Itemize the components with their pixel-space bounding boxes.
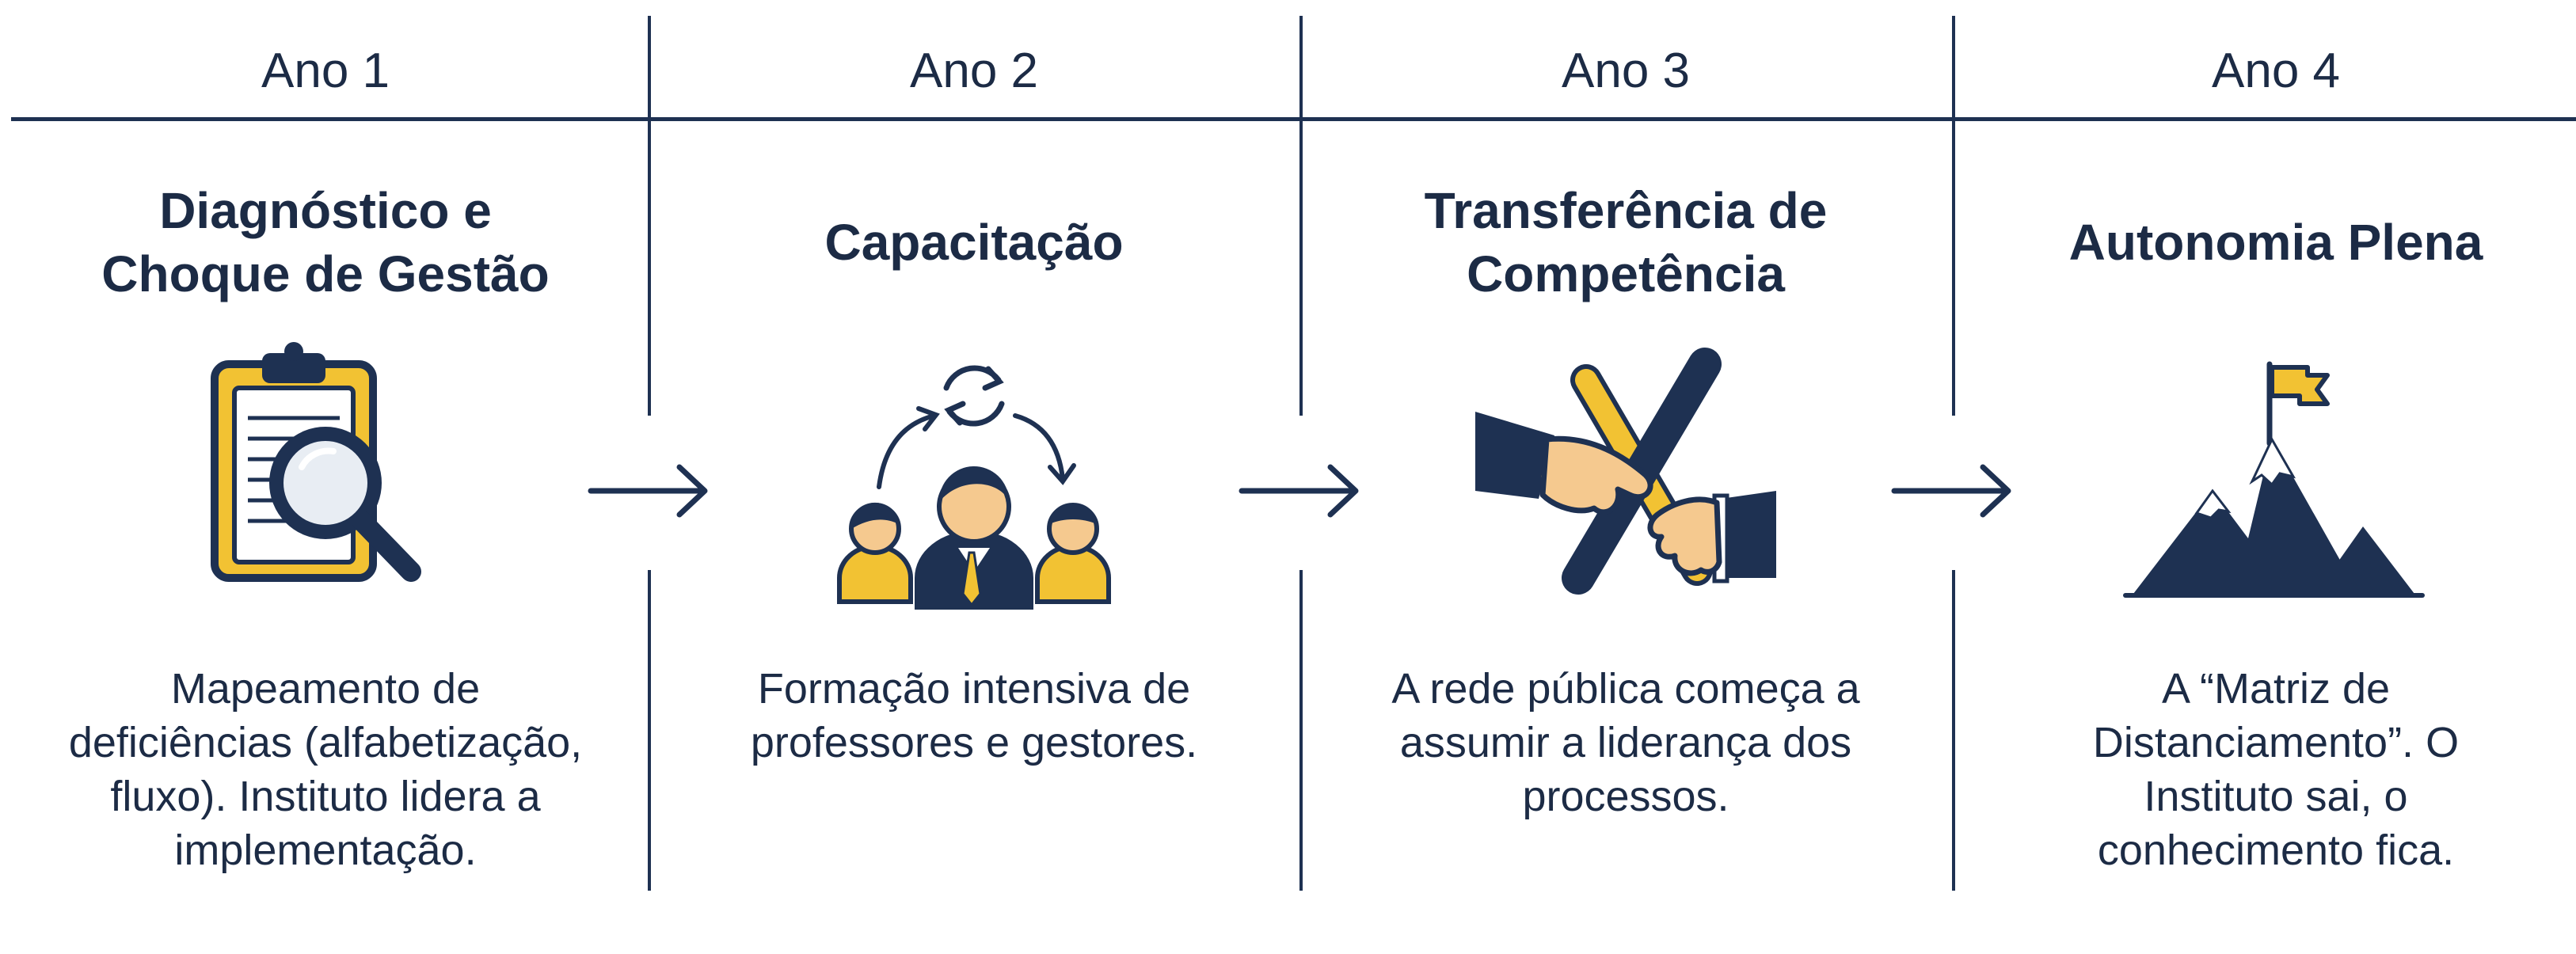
clipboard-magnifier-icon xyxy=(159,340,492,625)
column-divider-3-top xyxy=(1952,16,1955,416)
stage-4-description-line-4: conhecimento fica. xyxy=(2097,827,2455,874)
stage-1-description-line-4: implementação. xyxy=(174,827,477,874)
stage-3-description-line-1: A rede pública começa a xyxy=(1391,665,1860,713)
stage-3-description: A rede pública começa a assumir a lidera… xyxy=(1341,662,1911,823)
column-divider-1-top xyxy=(648,16,651,416)
stage-1-title-line-1: Diagnóstico e xyxy=(159,182,492,239)
column-divider-2-bottom xyxy=(1299,570,1303,891)
stage-1-description-line-1: Mapeamento de xyxy=(170,665,481,713)
stage-4-year: Ano 4 xyxy=(2211,44,2341,98)
stage-4-title: Autonomia Plena xyxy=(1975,211,2576,274)
stage-2-title: Capacitação xyxy=(673,211,1275,274)
stage-4-description-line-1: A “Matriz de xyxy=(2161,665,2391,713)
stage-2-description: Formação intensiva de professores e gest… xyxy=(689,662,1259,770)
stage-2-year: Ano 2 xyxy=(909,44,1039,98)
stage-4-description-line-3: Instituto sai, o xyxy=(2144,773,2408,820)
column-divider-1-bottom xyxy=(648,570,651,891)
stage-2-description-line-1: Formação intensiva de xyxy=(757,665,1191,713)
header-divider xyxy=(11,117,2576,121)
stage-1-title-line-2: Choque de Gestão xyxy=(101,245,550,302)
stage-4-title-line-1: Autonomia Plena xyxy=(2068,214,2483,271)
arrow-right-icon-2 xyxy=(1237,459,1364,523)
stage-2-title-line-1: Capacitação xyxy=(824,214,1124,271)
stage-1-description: Mapeamento de deficiências (alfabetizaçã… xyxy=(40,662,611,877)
stage-4-description-line-2: Distanciamento”. O xyxy=(2092,719,2460,766)
stage-1-description-line-3: fluxo). Instituto lidera a xyxy=(110,773,541,820)
team-training-icon xyxy=(808,340,1140,625)
mountain-flag-icon xyxy=(2110,340,2442,625)
arrow-right-icon-3 xyxy=(1889,459,2016,523)
arrow-right-icon-1 xyxy=(586,459,713,523)
stage-3-title: Transferência de Competência xyxy=(1325,179,1927,306)
column-divider-2-top xyxy=(1299,16,1303,416)
stage-3-title-line-1: Transferência de xyxy=(1424,182,1828,239)
stage-3-title-line-2: Competência xyxy=(1467,245,1785,302)
stage-1-description-line-2: deficiências (alfabetização, xyxy=(68,719,583,766)
stage-1-title: Diagnóstico e Choque de Gestão xyxy=(25,179,626,306)
stage-3-description-line-3: processos. xyxy=(1522,773,1729,820)
stage-2-description-line-2: professores e gestores. xyxy=(750,719,1198,766)
stage-3-description-line-2: assumir a liderança dos xyxy=(1399,719,1852,766)
stage-4-description: A “Matriz de Distanciamento”. O Institut… xyxy=(1991,662,2561,877)
stage-1-year: Ano 1 xyxy=(261,44,390,98)
column-divider-3-bottom xyxy=(1952,570,1955,891)
stage-3-year: Ano 3 xyxy=(1561,44,1691,98)
baton-handoff-icon xyxy=(1459,340,1792,625)
